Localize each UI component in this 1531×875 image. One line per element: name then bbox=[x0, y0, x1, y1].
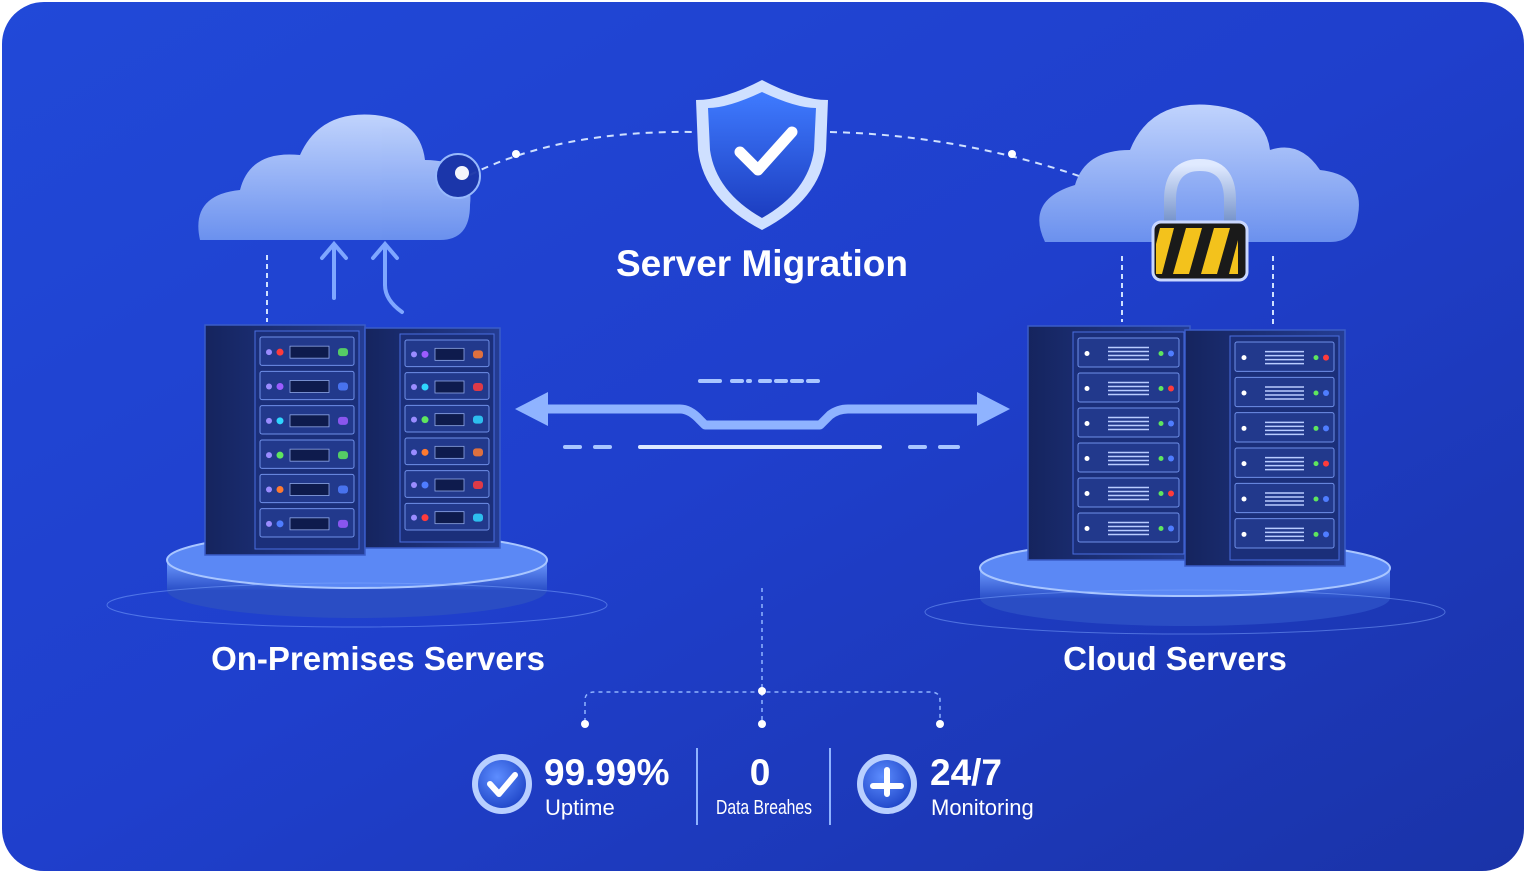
server-unit bbox=[1077, 407, 1180, 438]
server-unit bbox=[259, 473, 355, 504]
arc-node bbox=[1008, 150, 1016, 158]
server-unit bbox=[1234, 341, 1335, 372]
uptime-value: 99.99% bbox=[544, 752, 670, 793]
server-unit bbox=[1077, 442, 1180, 473]
page-title: Server Migration bbox=[616, 243, 908, 284]
clock-icon bbox=[857, 754, 917, 814]
bidirectional-transfer-arrow bbox=[515, 392, 1010, 430]
uptime-stat: 99.99% Uptime bbox=[472, 752, 670, 820]
stats-connector bbox=[584, 588, 941, 722]
server-unit bbox=[259, 439, 355, 469]
server-unit bbox=[404, 502, 490, 531]
monitoring-value: 24/7 bbox=[930, 752, 1002, 793]
server-unit bbox=[404, 437, 490, 466]
on-premises-label: On-Premises Servers bbox=[211, 640, 545, 677]
server-unit bbox=[1077, 477, 1180, 508]
server-rack bbox=[204, 324, 366, 556]
uptime-label: Uptime bbox=[545, 795, 615, 820]
breaches-label: Data Breahes bbox=[716, 797, 812, 819]
monitoring-label: Monitoring bbox=[931, 795, 1034, 820]
server-unit bbox=[1077, 512, 1180, 543]
server-unit bbox=[404, 372, 490, 400]
breaches-value: 0 bbox=[750, 752, 771, 793]
check-circle-icon bbox=[472, 754, 532, 814]
upload-arrows-icon bbox=[320, 240, 404, 314]
server-unit bbox=[259, 508, 355, 538]
server-rack bbox=[1184, 329, 1346, 567]
server-unit bbox=[1077, 372, 1180, 403]
monitoring-stat: 24/7 Monitoring bbox=[857, 752, 1034, 820]
server-unit bbox=[1234, 376, 1335, 408]
platform-left bbox=[106, 531, 608, 628]
server-unit bbox=[259, 370, 355, 401]
data-breaches-stat: 0 Data Breahes bbox=[716, 752, 812, 819]
connection-arc-left bbox=[469, 130, 696, 176]
server-unit bbox=[259, 405, 355, 435]
cloud-icon-left bbox=[198, 114, 481, 240]
padlock-icon bbox=[1151, 158, 1249, 282]
server-rack bbox=[364, 327, 501, 549]
server-unit bbox=[1234, 518, 1335, 549]
data-stream-lines bbox=[563, 379, 960, 449]
server-unit bbox=[1077, 337, 1180, 368]
server-rack bbox=[1027, 325, 1191, 561]
cloud-servers-label: Cloud Servers bbox=[1063, 640, 1287, 677]
connection-arc-right bbox=[829, 131, 1086, 179]
server-unit bbox=[404, 470, 490, 498]
server-unit bbox=[1234, 482, 1335, 514]
server-unit bbox=[404, 404, 490, 433]
server-unit bbox=[404, 339, 490, 368]
cloud-icon-right bbox=[1039, 104, 1359, 242]
server-unit bbox=[1234, 412, 1335, 443]
connector-dots bbox=[581, 687, 944, 728]
shield-check-icon bbox=[696, 80, 828, 230]
server-unit bbox=[259, 336, 355, 366]
server-unit bbox=[1234, 447, 1335, 478]
arc-node bbox=[512, 150, 520, 158]
